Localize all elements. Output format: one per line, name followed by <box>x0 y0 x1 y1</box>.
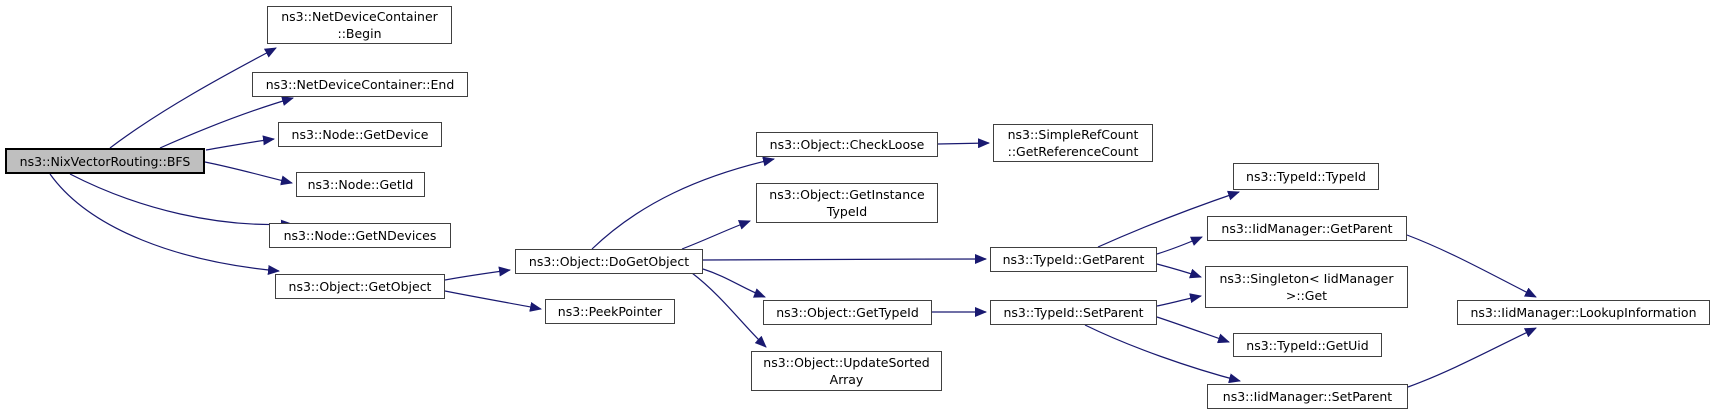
node-node-getndevices[interactable]: ns3::Node::GetNDevices <box>269 223 451 248</box>
node-object-getinstancetypeid[interactable]: ns3::Object::GetInstance TypeId <box>756 183 938 223</box>
edge-typeid-set-parent-typeid-get-uid <box>1156 316 1230 344</box>
node-typeid-setparent[interactable]: ns3::TypeId::SetParent <box>990 300 1157 325</box>
node-netdevicecontainer-begin[interactable]: ns3::NetDeviceContainer ::Begin <box>267 6 452 44</box>
node-object-checkloose[interactable]: ns3::Object::CheckLoose <box>756 132 938 157</box>
edge-do-get-object-get-instance-type-id <box>681 220 751 250</box>
edge-iid-get-parent-lookup-information <box>1406 234 1537 298</box>
edge-get-object-peek-pointer <box>444 290 542 312</box>
node-simplerefcount-getreferencecount[interactable]: ns3::SimpleRefCount ::GetReferenceCount <box>993 124 1153 162</box>
edge-bfs-begin <box>109 47 277 149</box>
node-typeid-getuid[interactable]: ns3::TypeId::GetUid <box>1233 333 1382 357</box>
edge-bfs-get-id <box>204 161 293 186</box>
node-object-getobject[interactable]: ns3::Object::GetObject <box>275 274 445 299</box>
node-object-updatesortedarray[interactable]: ns3::Object::UpdateSorted Array <box>751 351 942 391</box>
edge-bfs-get-device <box>205 135 275 151</box>
edge-typeid-set-parent-singleton-get <box>1156 293 1202 307</box>
edge-check-loose-get-reference-count <box>937 138 990 149</box>
node-singleton-iidmanager-get[interactable]: ns3::Singleton< IidManager >::Get <box>1205 266 1408 308</box>
edge-iid-set-parent-lookup-information <box>1407 327 1537 388</box>
edge-do-get-object-check-loose <box>591 156 775 250</box>
node-object-gettypeid[interactable]: ns3::Object::GetTypeId <box>763 300 932 325</box>
node-iidmanager-setparent[interactable]: ns3::IidManager::SetParent <box>1207 384 1408 409</box>
edge-bfs-get-object <box>49 173 280 275</box>
node-nixvectorrouting-bfs: ns3::NixVectorRouting::BFS <box>5 148 205 174</box>
node-iidmanager-getparent[interactable]: ns3::IidManager::GetParent <box>1207 216 1407 241</box>
node-typeid-typeid[interactable]: ns3::TypeId::TypeId <box>1233 163 1379 190</box>
edge-typeid-get-parent-typeid-ctor <box>1097 190 1240 248</box>
edge-get-object-do-get-object <box>444 266 511 281</box>
node-peekpointer[interactable]: ns3::PeekPointer <box>545 299 675 324</box>
edge-typeid-get-parent-singleton-get <box>1156 263 1202 279</box>
node-node-getdevice[interactable]: ns3::Node::GetDevice <box>278 122 442 147</box>
node-object-dogetobject[interactable]: ns3::Object::DoGetObject <box>515 249 703 274</box>
edge-do-get-object-get-type-id <box>702 268 766 298</box>
node-iidmanager-lookupinformation[interactable]: ns3::IidManager::LookupInformation <box>1457 300 1710 325</box>
node-netdevicecontainer-end[interactable]: ns3::NetDeviceContainer::End <box>252 72 468 97</box>
edge-bfs-end <box>159 96 294 149</box>
node-typeid-getparent[interactable]: ns3::TypeId::GetParent <box>990 247 1157 272</box>
edge-typeid-set-parent-iid-set-parent <box>1084 324 1241 384</box>
edge-typeid-get-parent-iid-get-parent <box>1156 236 1203 255</box>
edge-do-get-object-typeid-get-parent <box>702 254 987 265</box>
edge-do-get-object-update-sorted-array <box>691 272 767 348</box>
node-node-getid[interactable]: ns3::Node::GetId <box>296 172 425 197</box>
edge-bfs-get-n-devices <box>69 173 293 230</box>
